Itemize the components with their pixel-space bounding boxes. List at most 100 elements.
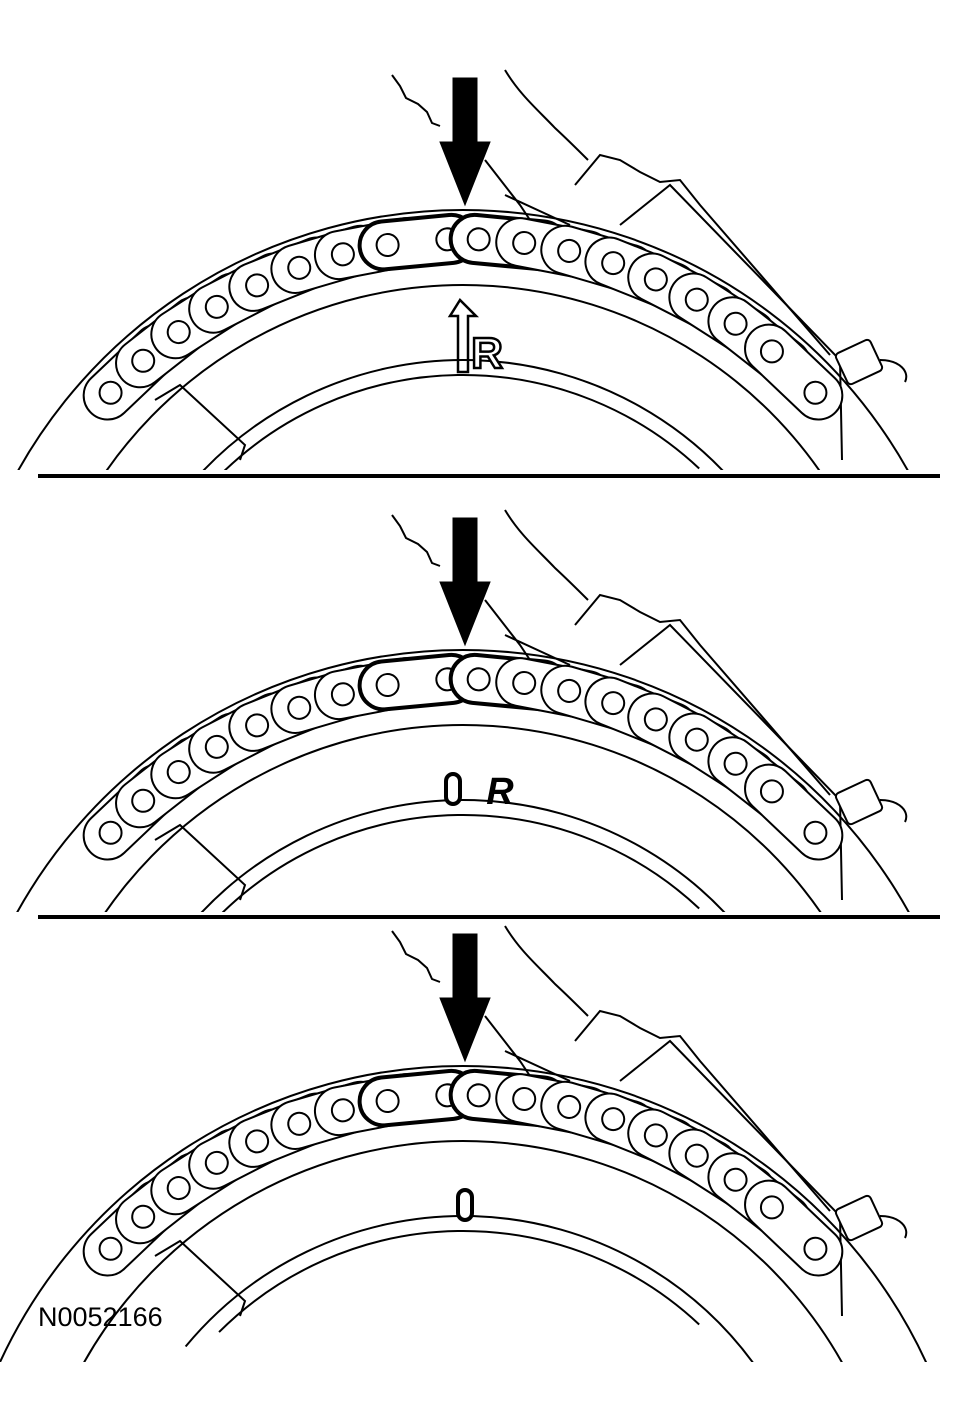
dowel-pin	[834, 1194, 884, 1242]
chain-outer-edge	[17, 209, 909, 470]
chain-pin	[684, 1143, 709, 1168]
chain-outer-edge	[0, 1065, 927, 1362]
chain-pin	[166, 320, 191, 345]
sprocket-rim	[83, 1140, 843, 1362]
sprocket-hub-edge	[200, 799, 726, 912]
tensioner-housing-outline	[574, 153, 831, 356]
chain-pin	[287, 255, 312, 280]
chain-pin	[643, 267, 668, 292]
timing-mark-letter: R	[471, 329, 503, 378]
engine-cover-edge	[879, 1215, 908, 1239]
timing-mark-letter: R	[486, 771, 514, 813]
timing-arrow-mark-icon	[447, 298, 480, 374]
chain-pin	[375, 1089, 400, 1114]
chain-pin	[759, 339, 784, 364]
chain-guide	[154, 1239, 247, 1317]
panel-timing-mark-oval-r: R	[16, 509, 910, 912]
chain-pin	[375, 233, 400, 258]
chain-link	[744, 323, 844, 421]
chain-pin	[557, 238, 582, 263]
chain-pin	[684, 727, 709, 752]
dowel-pin	[834, 338, 884, 386]
chain-pin	[287, 695, 312, 720]
panel-timing-mark-arrow-r: R	[17, 69, 909, 470]
chain-pin	[643, 1123, 668, 1148]
panel-content	[0, 925, 927, 1362]
engine-cover-edge	[391, 514, 441, 567]
chain-pin	[375, 673, 400, 698]
tensioner-housing-outline	[574, 593, 831, 796]
panel-content: R	[16, 509, 910, 912]
chain-link	[744, 763, 844, 861]
chain-pin	[723, 311, 748, 336]
chain-pin	[204, 294, 229, 319]
panel-timing-mark-oval	[0, 925, 927, 1362]
chain-link	[744, 1179, 844, 1277]
sprocket-rim	[105, 284, 821, 470]
chain-pin	[557, 1094, 582, 1119]
engine-cover-edge	[391, 74, 441, 127]
chain-pin	[759, 1195, 784, 1220]
sprocket-hub-edge	[223, 374, 700, 470]
chain-pin	[512, 230, 537, 255]
chain-pin	[557, 678, 582, 703]
chain-outer-edge	[16, 649, 910, 912]
arrow-down-icon	[439, 77, 491, 207]
chain-pin	[723, 751, 748, 776]
timing-oval-mark-icon	[456, 1188, 474, 1222]
chain-pin	[166, 1176, 191, 1201]
chain-pin	[330, 682, 355, 707]
engine-cover-edge	[879, 799, 908, 823]
tensioner-housing-outline	[619, 183, 843, 461]
chain-pin	[803, 1236, 828, 1261]
chain-pin	[98, 1236, 123, 1261]
engine-cover-edge	[504, 925, 589, 1017]
chain-pin	[466, 1083, 491, 1108]
chain-pin	[723, 1167, 748, 1192]
sprocket-hub-edge	[218, 1230, 700, 1333]
chain-pin	[684, 287, 709, 312]
engine-cover-edge	[504, 69, 589, 161]
sprocket-hub-edge	[221, 814, 700, 912]
chain-pin	[166, 760, 191, 785]
engine-cover-edge	[504, 509, 589, 601]
chain-guide	[154, 823, 247, 901]
tensioner-housing-outline	[619, 1039, 843, 1317]
timing-oval-mark-icon	[444, 772, 462, 806]
chain-pin	[330, 242, 355, 267]
chain-guide	[154, 383, 247, 461]
chain-pin	[803, 820, 828, 845]
chain-pin	[803, 380, 828, 405]
chain-pin	[512, 1086, 537, 1111]
engine-cover-edge	[879, 359, 908, 383]
tensioner-housing-outline	[574, 1009, 831, 1212]
sprocket-hub-edge	[184, 1215, 754, 1362]
figure-reference: N0052166	[38, 1302, 163, 1332]
chain-pin	[759, 779, 784, 804]
panel-content: R	[17, 69, 909, 470]
chain-pin	[601, 1107, 626, 1132]
engine-cover-edge	[391, 930, 441, 983]
chain-pin	[131, 788, 156, 813]
sprocket-rim	[104, 724, 822, 912]
chain-pin	[245, 273, 270, 298]
chain-pin	[330, 1098, 355, 1123]
chain-pin	[98, 820, 123, 845]
chain-pin	[601, 691, 626, 716]
sprocket-hub-edge	[202, 359, 724, 470]
chain-pin	[287, 1111, 312, 1136]
chain-pin	[466, 667, 491, 692]
chain-pin	[98, 380, 123, 405]
arrow-down-icon	[439, 933, 491, 1063]
chain-pin	[245, 1129, 270, 1154]
chain-pin	[131, 348, 156, 373]
chain-pin	[204, 1150, 229, 1175]
chain-pin	[204, 734, 229, 759]
chain-pin	[512, 670, 537, 695]
chain-pin	[601, 251, 626, 276]
chain-pin	[643, 707, 668, 732]
dowel-pin	[834, 778, 884, 826]
tensioner-housing-outline	[619, 623, 843, 901]
chain-pin	[466, 227, 491, 252]
